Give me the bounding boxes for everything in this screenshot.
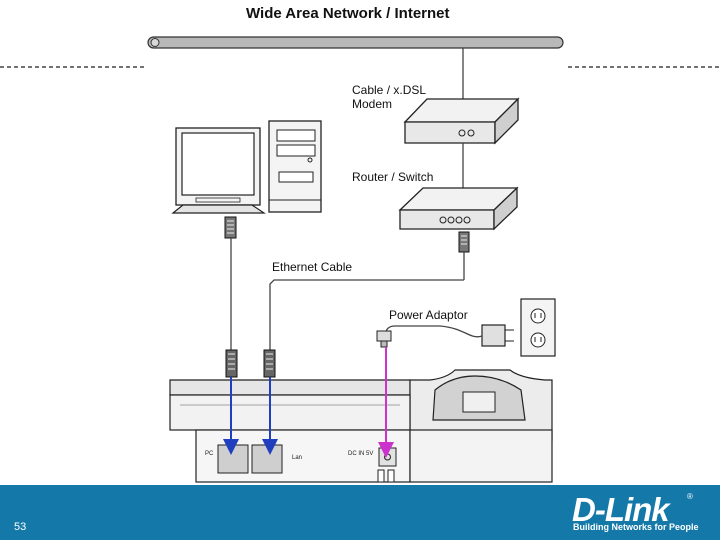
router-rj45-connector [458, 231, 470, 253]
pc-rj45-connector [224, 216, 237, 239]
ethernet-cable-line [269, 279, 464, 350]
power-adaptor [481, 324, 514, 347]
power-adaptor-label: Power Adaptor [389, 308, 468, 322]
registered-mark-icon: ® [687, 492, 693, 501]
dc-plug [376, 330, 392, 348]
footer-bar: 53 D-Link ® Building Networks for People [0, 485, 720, 540]
lan-port-socket [251, 444, 283, 474]
dlink-logo: D-Link [572, 491, 670, 528]
router-label: Router / Switch [352, 170, 434, 184]
modem-device [403, 97, 520, 145]
lan-port-label: Lan [292, 455, 303, 461]
lan-port-plug [263, 349, 276, 378]
pc-tower [268, 120, 322, 213]
dc-in-label: DC IN 5V [348, 451, 374, 457]
pc-port-label: PC [205, 451, 214, 457]
ethernet-cable-label: Ethernet Cable [272, 260, 353, 274]
phone-device [169, 369, 553, 483]
router-device [398, 186, 519, 231]
wall-outlet [520, 298, 556, 357]
wan-backbone-bar [147, 36, 564, 49]
pc-port-plug [225, 349, 238, 378]
slide-number: 53 [14, 521, 27, 533]
power-cable [385, 325, 483, 338]
pc-monitor [171, 127, 266, 214]
modem-label: Cable / x.DSL Modem [352, 83, 426, 111]
diagram-title: Wide Area Network / Internet [246, 5, 450, 22]
dc-in-socket [378, 447, 397, 467]
dlink-tagline: Building Networks for People [573, 522, 699, 532]
pc-port-socket [217, 444, 249, 474]
